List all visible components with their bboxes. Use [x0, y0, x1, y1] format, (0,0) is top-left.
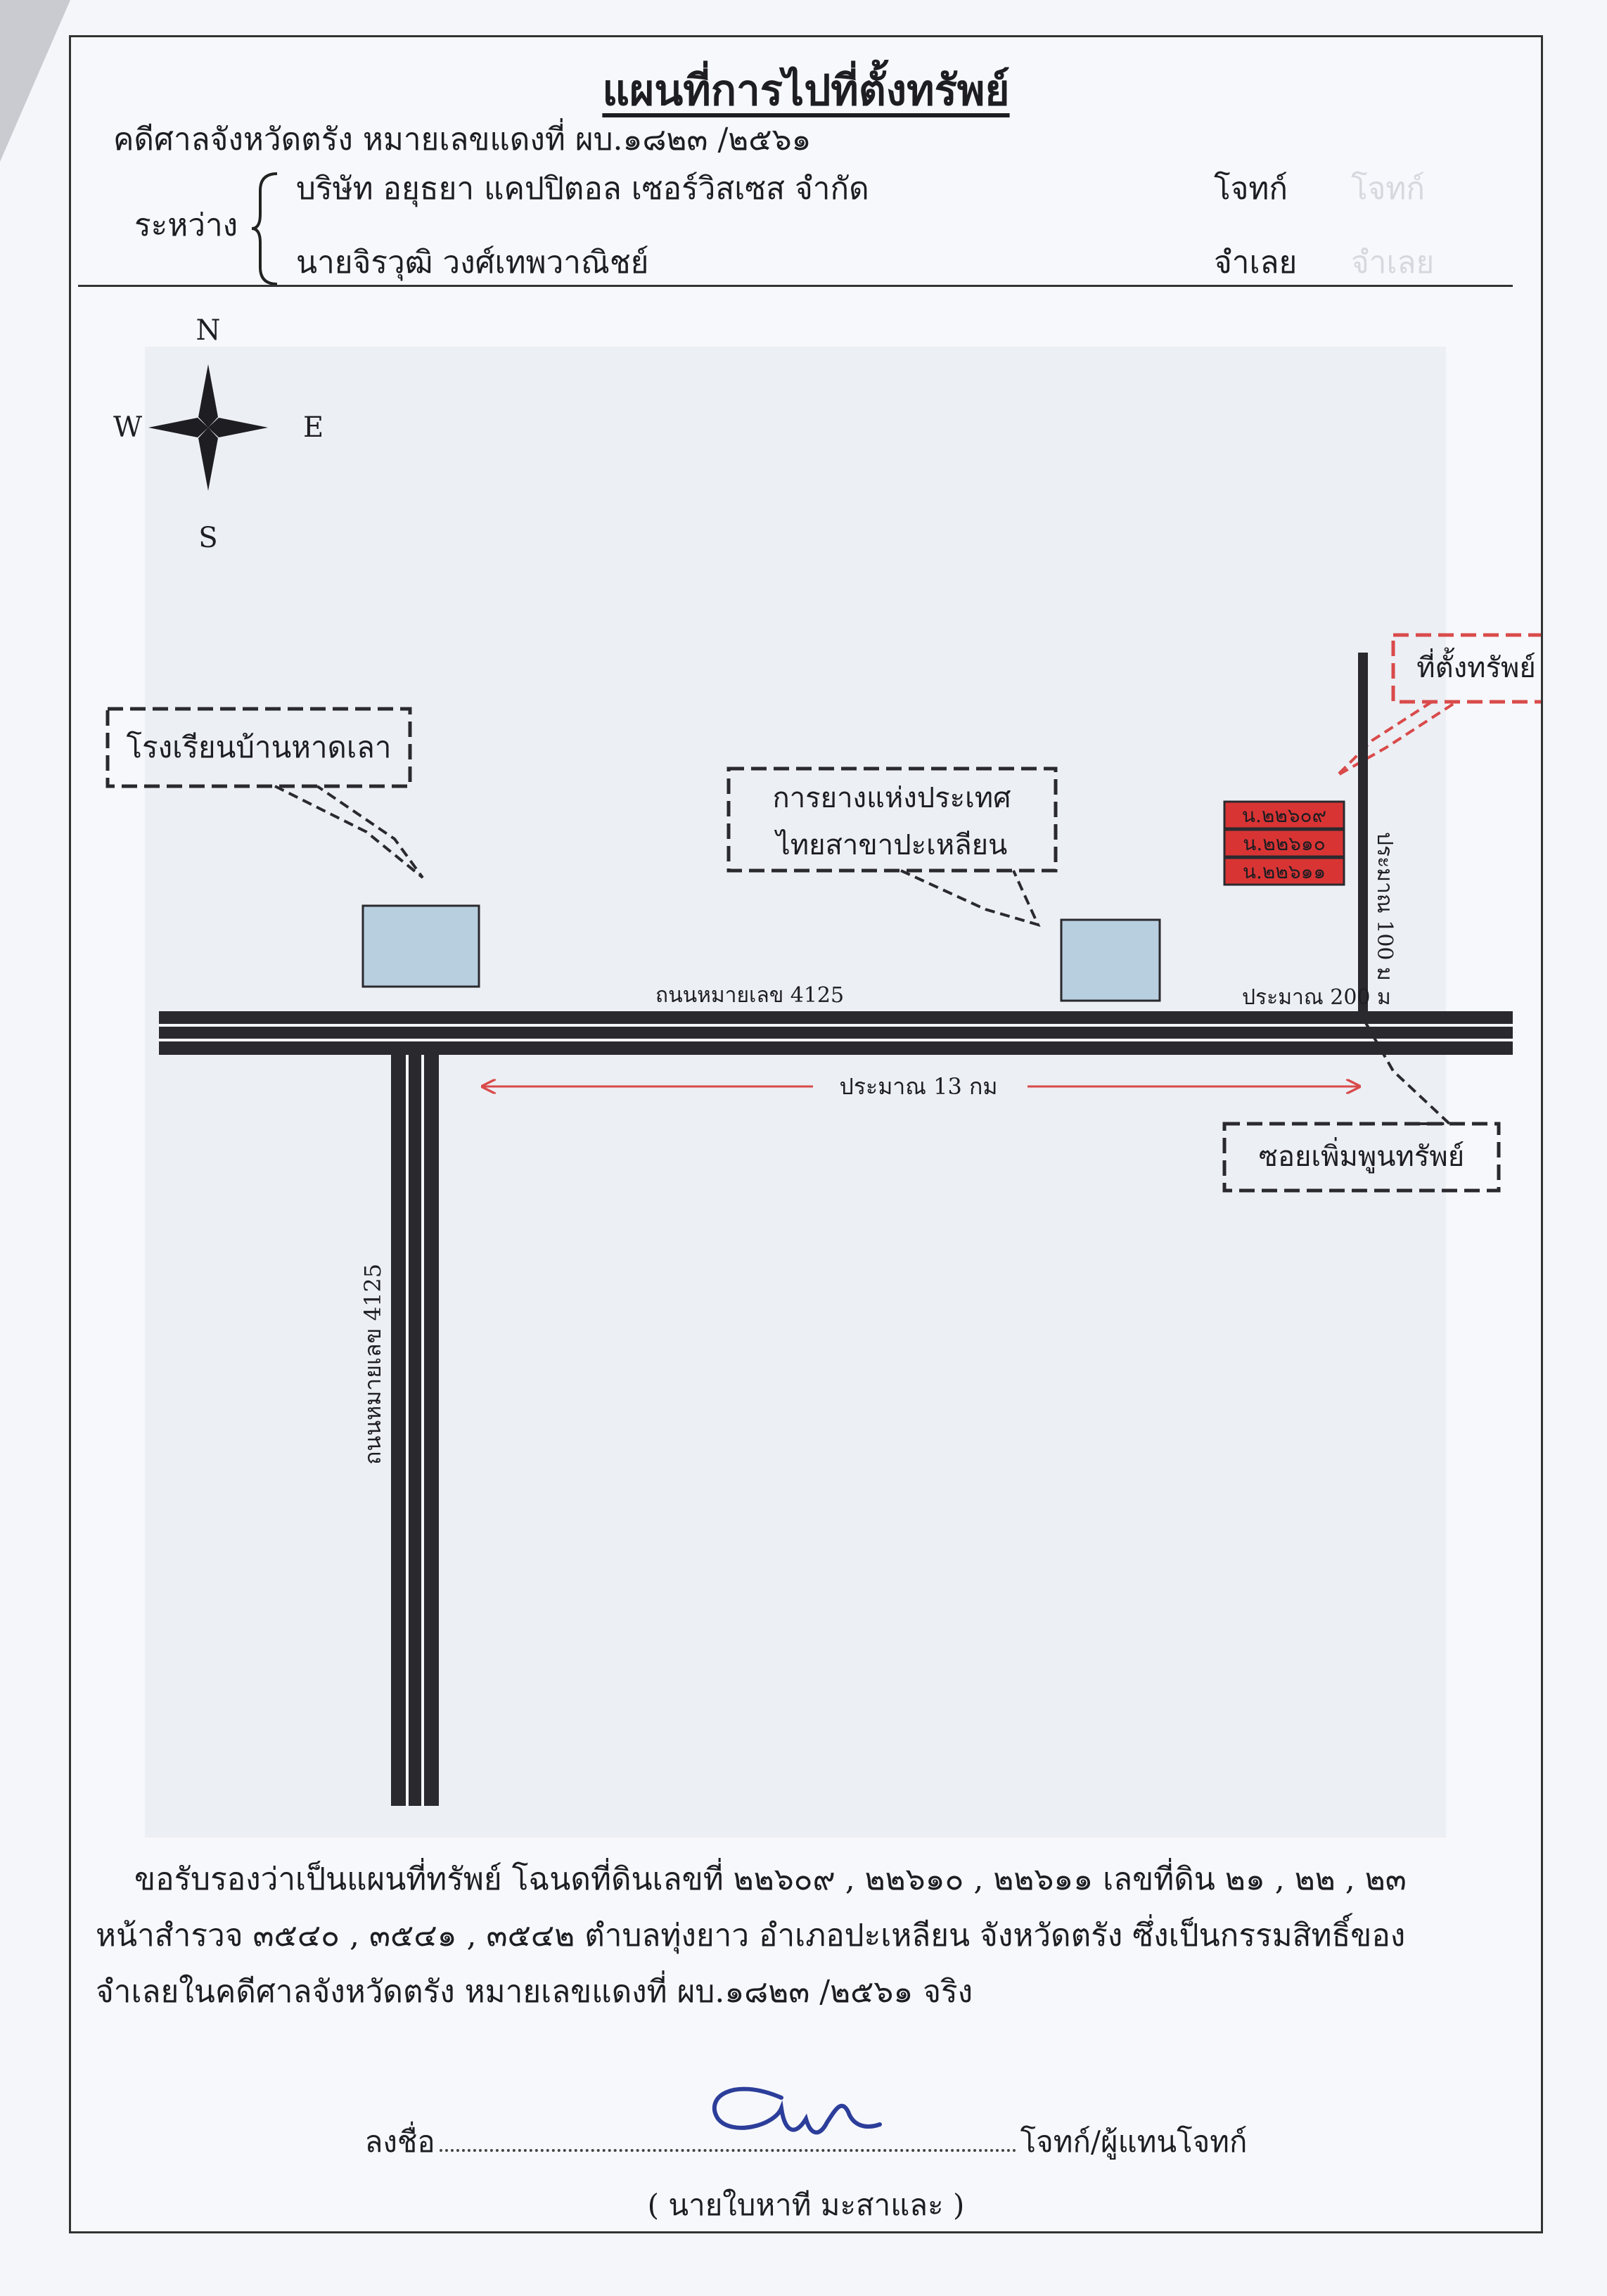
compass-west-label: W — [113, 411, 142, 444]
parcel-stack — [1223, 800, 1345, 886]
property-callout-pointer — [1336, 700, 1458, 777]
rubber-authority-callout-box — [726, 767, 1058, 873]
soi-callout-box — [1222, 1122, 1501, 1193]
parcel-22610 — [1223, 828, 1345, 858]
parcel-label-22610: น.๒๒๖๑๐ — [1243, 832, 1326, 855]
school-callout-label: โรงเรียนบ้านหาดเลา — [126, 730, 391, 764]
party-brace-icon — [251, 172, 278, 286]
soi-callout-pointer — [1364, 1021, 1454, 1125]
plaintiff-role-faint: โจทก์ — [1351, 171, 1426, 207]
plaintiff-role: โจทก์ — [1214, 171, 1288, 207]
main-road-horizontal — [159, 1011, 1513, 1055]
compass-rose-icon — [148, 364, 268, 491]
handwritten-signature-icon — [712, 2086, 882, 2135]
signer-role-label: โจทก์/ผู้แทนโจทก์ — [1020, 2124, 1248, 2159]
map-background — [145, 347, 1446, 1838]
junction-distance-label: ประมาณ 200 ม — [1242, 985, 1391, 1010]
signature-dotted-line — [439, 2124, 1016, 2152]
rubber-authority-callout-pointer — [900, 869, 1041, 928]
compass-south-label: S — [198, 522, 217, 554]
sign-label: ลงชื่อ — [364, 2124, 435, 2159]
parcel-label-22609: น.๒๒๖๐๙ — [1242, 804, 1326, 827]
certification-line-2: หน้าสำรวจ ๓๕๔๐ , ๓๕๔๑ , ๓๕๔๒ ตำบลทุ่งยาว… — [96, 1918, 1406, 1954]
parcel-label-22611: น.๒๒๖๑๑ — [1243, 860, 1326, 883]
main-road-vertical — [391, 1055, 439, 1806]
rubber-authority-label-line1: การยางแห่งประเทศ — [772, 782, 1011, 814]
certification-line-1: ขอรับรองว่าเป็นแผนที่ทรัพย์ โฉนดที่ดินเล… — [134, 1861, 1407, 1897]
between-label: ระหว่าง — [134, 207, 238, 243]
defendant-name: นายจิรวุฒิ วงศ์เทพวาณิชย์ — [296, 245, 649, 281]
property-callout-box — [1391, 633, 1541, 704]
case-number-line: คดีศาลจังหวัดตรัง หมายเลขแดงที่ ผบ.๑๘๒๓ … — [113, 122, 812, 158]
school-callout-pointer — [274, 785, 424, 879]
signer-name: ( นายใบหาที มะสาและ ) — [647, 2188, 965, 2222]
rubber-authority-building — [1060, 918, 1161, 1002]
horizontal-road-label: ถนนหมายเลข 4125 — [655, 983, 844, 1008]
school-building — [361, 904, 480, 988]
plaintiff-name: บริษัท อยุธยา แคปปิตอล เซอร์วิสเซส จำกัด — [296, 171, 869, 207]
compass-north-label: N — [196, 314, 221, 347]
header-divider — [78, 285, 1513, 287]
soi-distance-label: ประมาณ 100 ม — [1372, 832, 1397, 981]
defendant-role-faint: จำเลย — [1351, 245, 1435, 281]
vertical-road-label: ถนนหมายเลข 4125 — [359, 1264, 386, 1465]
page-corner-fold — [0, 0, 70, 162]
rubber-authority-label-line2: ไทยสาขาปะเหลียน — [774, 829, 1008, 861]
defendant-role: จำเลย — [1214, 245, 1298, 281]
certification-statement: ขอรับรองว่าเป็นแผนที่ทรัพย์ โฉนดที่ดินเล… — [96, 1852, 1523, 2020]
compass-east-label: E — [303, 411, 324, 444]
soi-callout-label: ซอยเพิ่มพูนทรัพย์ — [1259, 1137, 1464, 1173]
parcel-22611 — [1223, 857, 1345, 886]
document-frame: แผนที่การไปที่ตั้งทรัพย์ คดีศาลจังหวัดตร… — [69, 35, 1543, 2233]
signature-row: ลงชื่อ โจทก์/ผู้แทนโจทก์ — [71, 2119, 1541, 2165]
main-distance-label: ประมาณ 13 กม — [840, 1073, 998, 1100]
school-callout-box — [105, 707, 412, 788]
certification-line-3: จำเลยในคดีศาลจังหวัดตรัง หมายเลขแดงที่ ผ… — [96, 1974, 973, 2010]
page-title: แผนที่การไปที่ตั้งทรัพย์ — [602, 66, 1010, 115]
property-callout-label: ที่ตั้งทรัพย์ — [1416, 647, 1536, 684]
location-map: N S W E โรงเรียนบ้านหาดเลา การยางแห่งประ… — [105, 314, 1541, 1838]
parcel-22609 — [1223, 800, 1345, 830]
